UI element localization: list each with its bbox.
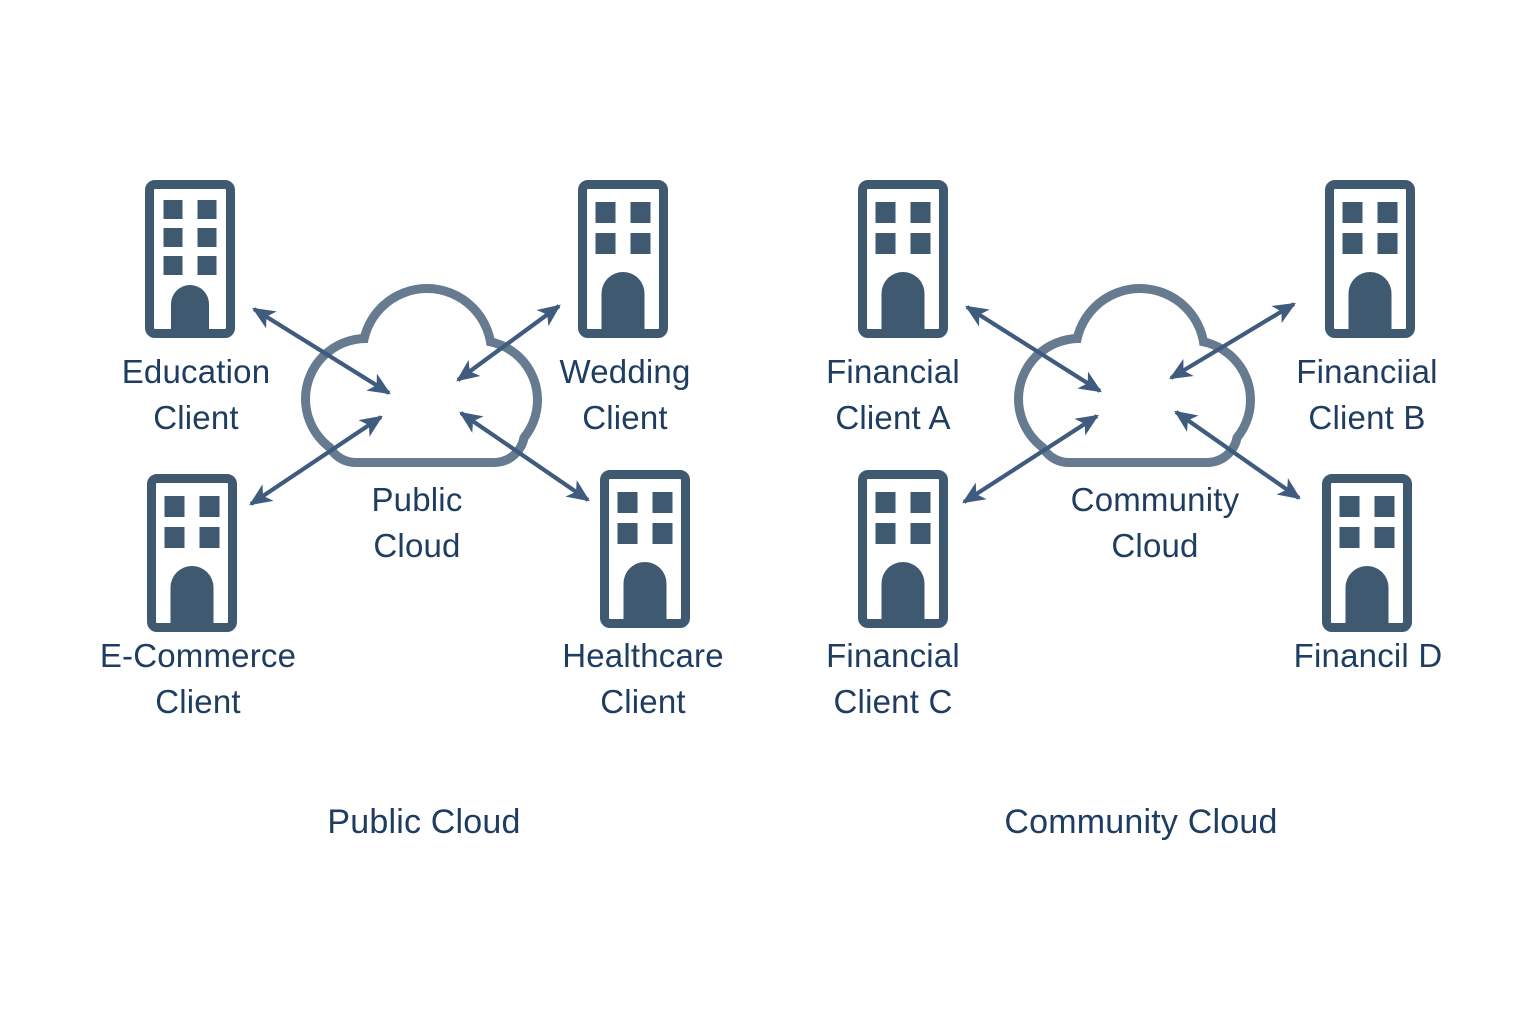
building-door: [170, 566, 214, 623]
label-line: Public: [371, 481, 463, 518]
label-education-client: Education Client: [66, 349, 326, 441]
community-cloud-caption: Community Cloud: [1004, 803, 1278, 841]
label-line: Financiial: [1296, 353, 1438, 390]
building-door: [1345, 566, 1389, 623]
building-windows: [1342, 202, 1398, 254]
label-line: Financial: [826, 637, 960, 674]
label-community-cloud-center: Community Cloud: [1035, 477, 1275, 569]
building-door: [881, 562, 925, 619]
label-financial-client-a: Financial Client A: [763, 349, 1023, 441]
building-icon-wedding: [578, 180, 668, 338]
label-ecommerce-client: E-Commerce Client: [58, 633, 338, 725]
label-line: E-Commerce: [99, 637, 297, 674]
label-line: Wedding: [559, 353, 691, 390]
label-line: Community: [1070, 481, 1240, 518]
building-windows: [164, 496, 220, 548]
label-financil-d: Financil D: [1238, 633, 1498, 679]
label-line: Healthcare: [562, 637, 724, 674]
building-icon-education: [145, 180, 235, 338]
label-line: Cloud: [373, 527, 461, 564]
building-windows: [875, 202, 931, 254]
building-door: [171, 285, 209, 329]
label-line: Financial: [826, 353, 960, 390]
label-line: Client: [153, 399, 239, 436]
building-windows: [617, 492, 673, 544]
building-windows: [875, 492, 931, 544]
public-cloud-caption: Public Cloud: [327, 803, 521, 841]
building-icon-financial-d: [1322, 474, 1412, 632]
label-wedding-client: Wedding Client: [495, 349, 755, 441]
label-line: Client: [582, 399, 668, 436]
label-line: Cloud: [1111, 527, 1199, 564]
building-door: [1348, 272, 1392, 329]
building-windows: [1339, 496, 1395, 548]
building-icon-ecommerce: [147, 474, 237, 632]
building-door: [601, 272, 645, 329]
building-windows: [595, 202, 651, 254]
building-icon-financial-b: [1325, 180, 1415, 338]
building-icon-financial-a: [858, 180, 948, 338]
label-financial-client-c: Financial Client C: [763, 633, 1023, 725]
building-icon-healthcare: [600, 470, 690, 628]
building-door: [623, 562, 667, 619]
label-line: Client B: [1308, 399, 1426, 436]
label-line: Client C: [833, 683, 953, 720]
building-icon-financial-c: [858, 470, 948, 628]
label-line: Client A: [835, 399, 951, 436]
building-windows: [163, 200, 217, 275]
label-line: Client: [600, 683, 686, 720]
label-healthcare-client: Healthcare Client: [513, 633, 773, 725]
label-line: Education: [121, 353, 271, 390]
label-financial-client-b: Financiial Client B: [1237, 349, 1497, 441]
building-door: [881, 272, 925, 329]
label-line: Client: [155, 683, 241, 720]
cloud-icon: [1014, 284, 1255, 467]
label-line: Financil D: [1293, 637, 1443, 674]
label-public-cloud-center: Public Cloud: [297, 477, 537, 569]
